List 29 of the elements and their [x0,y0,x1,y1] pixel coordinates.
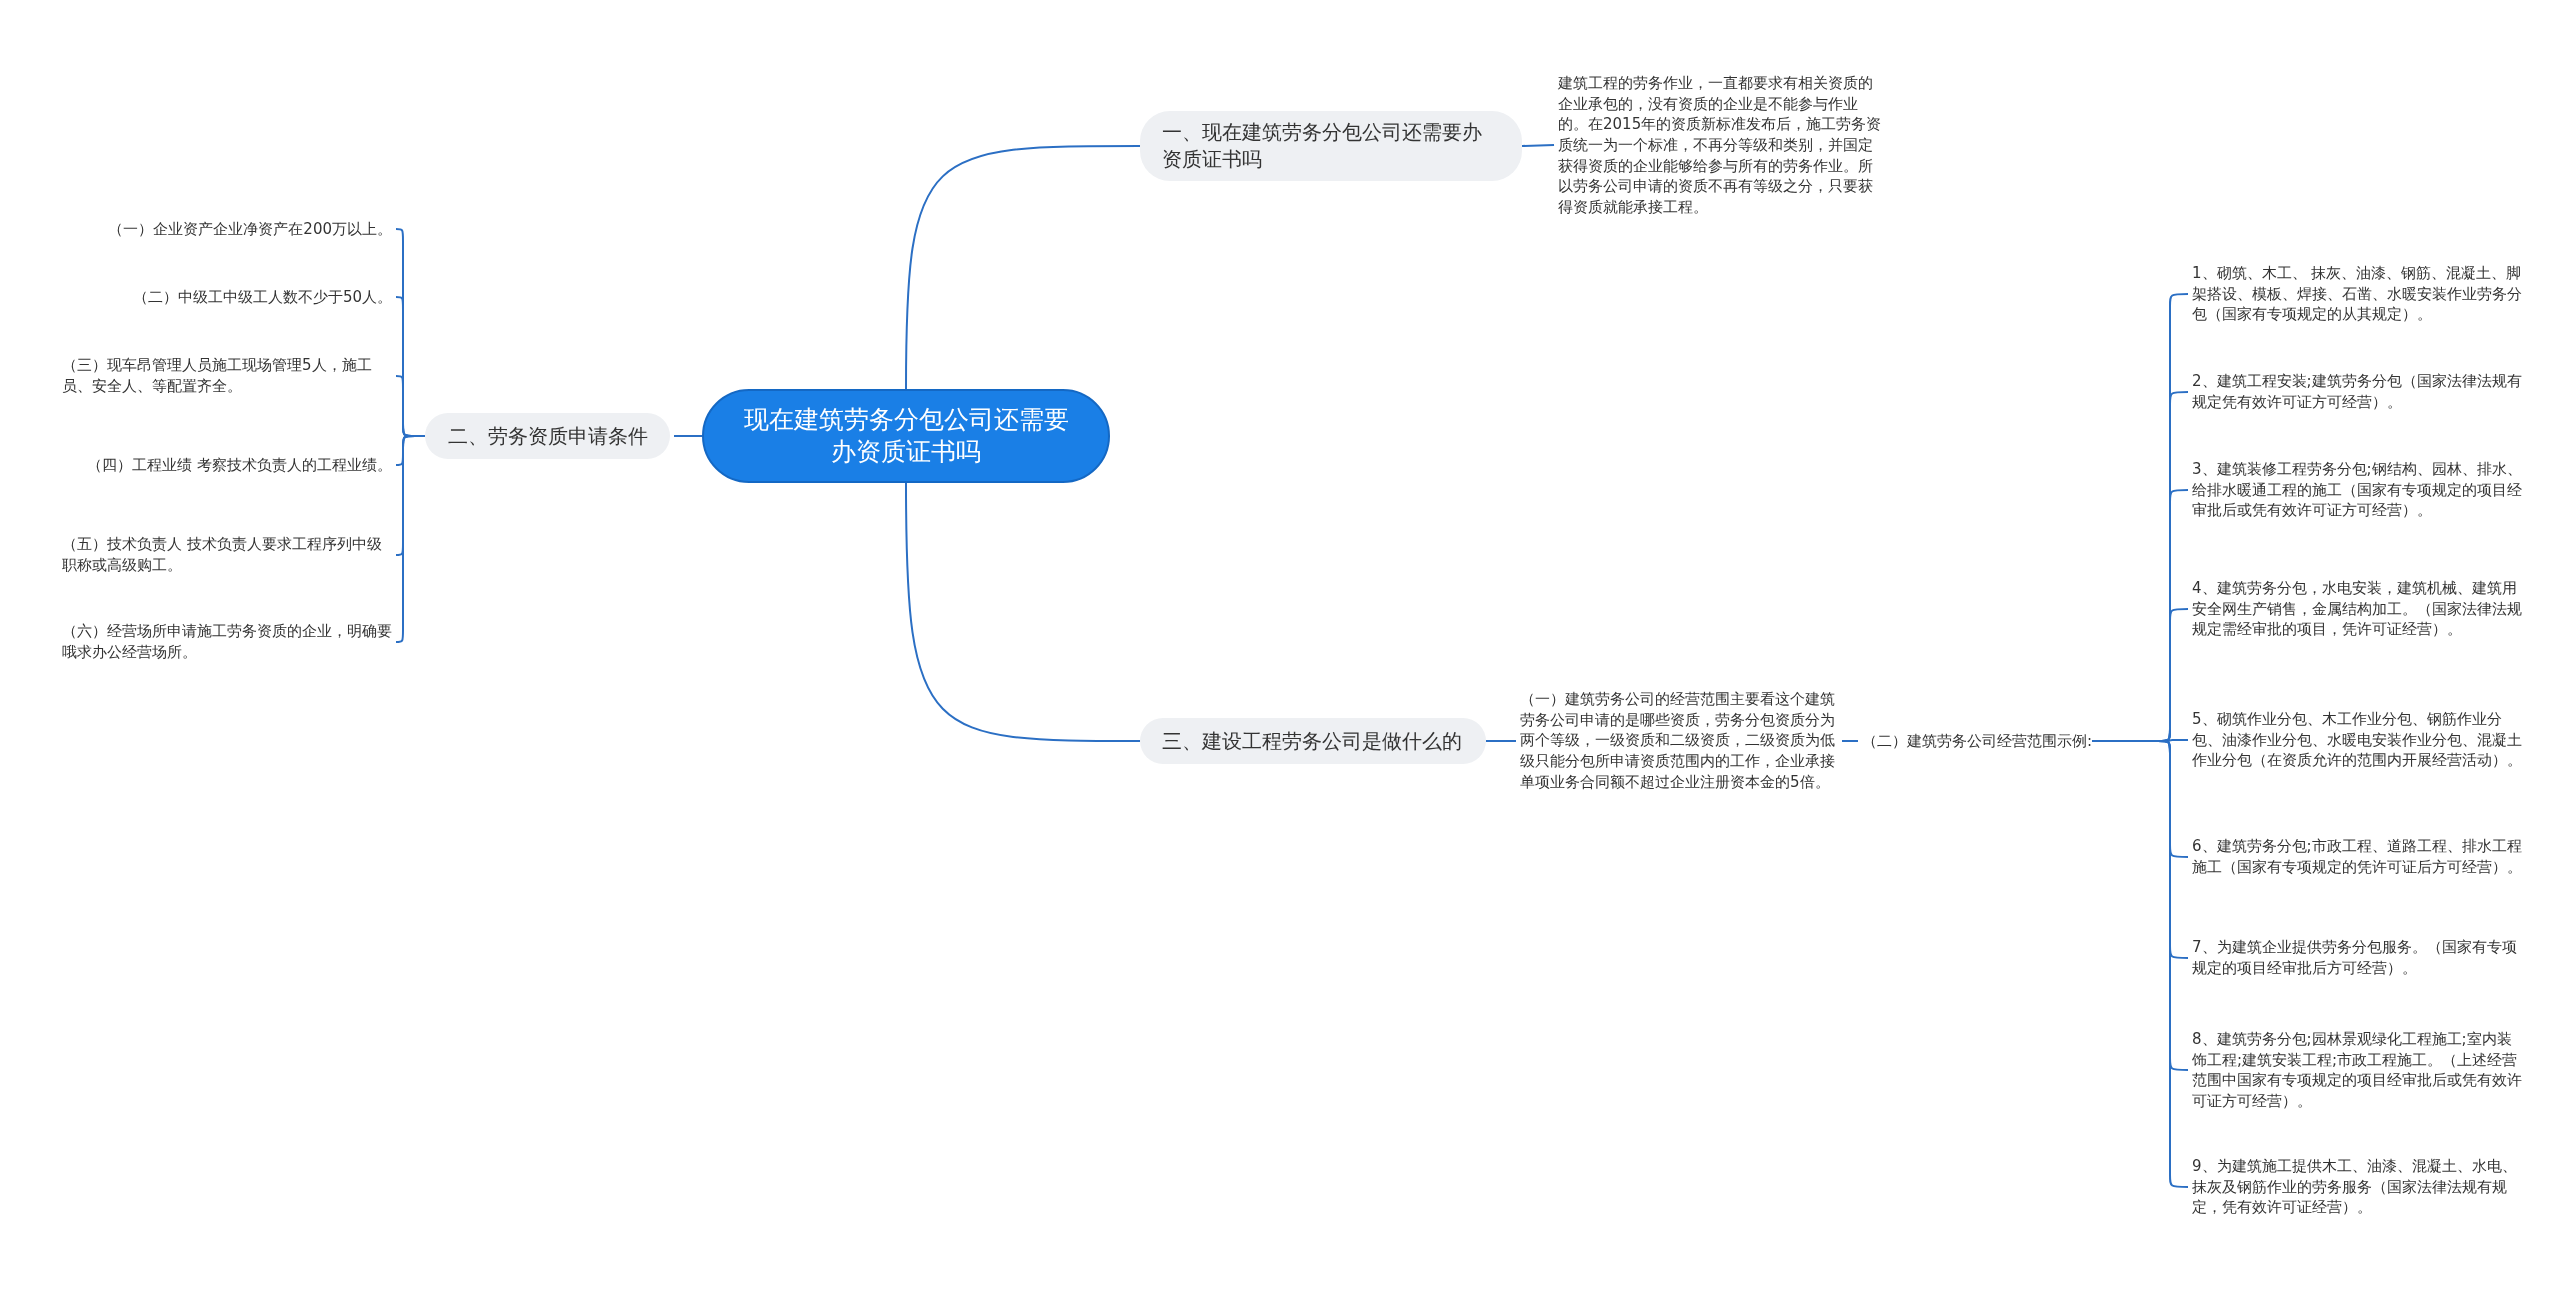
topic-text: 9、为建筑施工提供木工、油漆、混凝土、水电、抹灰及钢筋作业的劳务服务（国家法律法规有规定，凭有效许可证经营）。 [2192,1155,2522,1219]
topic-text: 建筑工程的劳务作业，一直都要求有相关资质的企业承包的，没有资质的企业是不能参与作业的。在2015年的资质新标准发布后，施工劳务资质统一为一个标准，不再分等级和类别，并国定获得资质的企业能够给参与所有的劳务作业。所以劳务公司申请的资质不再有等级之分，只要获得资质就能承接工程。 [1558,72,1883,218]
connector-line [905,145,1141,390]
topic-pill: 一、现在建筑劳务分包公司还需要办资质证书吗 [1140,111,1522,181]
connector-line [673,435,703,437]
connector-line [395,435,426,643]
topic-pill: 二、劳务资质申请条件 [425,413,670,459]
topic-text: 3、建筑装修工程劳务分包;钢结构、园林、排水、给排水暖通工程的施工（国家有专项规定的项目经审批后或凭有效许可证方可经营）。 [2192,458,2522,522]
connector-line [1521,144,1555,147]
topic-text: 8、建筑劳务分包;园林景观绿化工程施工;室内装饰工程;建筑安装工程;市政工程施工。（上述经营范围中国家有专项规定的项目经审批后或凭有效许可证方可经营）。 [2192,1028,2522,1112]
topic-text: 6、建筑劳务分包;市政工程、道路工程、排水工程施工（国家有专项规定的凭许可证后方可经营）。 [2192,836,2522,878]
topic-text: （二）建筑劳务公司经营范围示例: [1862,730,2093,752]
connector-line [1841,740,1859,742]
topic-pill: 三、建设工程劳务公司是做什么的 [1140,718,1486,764]
topic-text: （二）中级工中级工人数不少于50人。 [132,286,392,308]
topic-text: （三）现车昂管理人员施工现场管理5人，施工员、安全人、等配置齐全。 [62,355,392,397]
central-topic-pill: 现在建筑劳务分包公司还需要办资质证书吗 [702,389,1110,483]
topic-text: 2、建筑工程安装;建筑劳务分包（国家法律法规有规定凭有效许可证方可经营）。 [2192,371,2522,413]
topic-text: （一）企业资产企业净资产在200万以上。 [108,218,392,240]
topic-text: （六）经营场所申请施工劳务资质的企业，明确要哦求办公经营场所。 [62,621,392,663]
topic-text: 4、建筑劳务分包，水电安装，建筑机械、建筑用安全网生产销售，金属结构加工。（国家法律法规规定需经审批的项目，凭许可证经营）。 [2192,577,2522,641]
topic-text: 5、砌筑作业分包、木工作业分包、钢筋作业分包、油漆作业分包、水暖电安装作业分包、混凝土作业分包（在资质允许的范围内开展经营活动）。 [2192,708,2522,772]
topic-text: （四）工程业绩 考察技术负责人的工程业绩。 [87,454,392,476]
topic-text: （五）技术负责人 技术负责人要求工程序列中级职称或高级购工。 [62,534,392,576]
topic-text: 7、为建筑企业提供劳务分包服务。（国家有专项规定的项目经审批后方可经营）。 [2192,937,2522,979]
topic-text: （一）建筑劳务公司的经营范围主要看这个建筑劳务公司申请的是哪些资质，劳务分包资质分为两个等级，一级资质和二级资质，二级资质为低级只能分包所申请资质范围内的工作，企业承接单项业务合同额不超过企业注册资本金的5倍。 [1520,689,1842,793]
connector-line [905,482,1141,742]
topic-text: 1、砌筑、木工、 抹灰、油漆、钢筋、混凝土、脚架搭设、模板、焊接、石凿、水暖安装作业劳务分包（国家有专项规定的从其规定）。 [2192,262,2522,326]
connector-line [1485,740,1517,742]
